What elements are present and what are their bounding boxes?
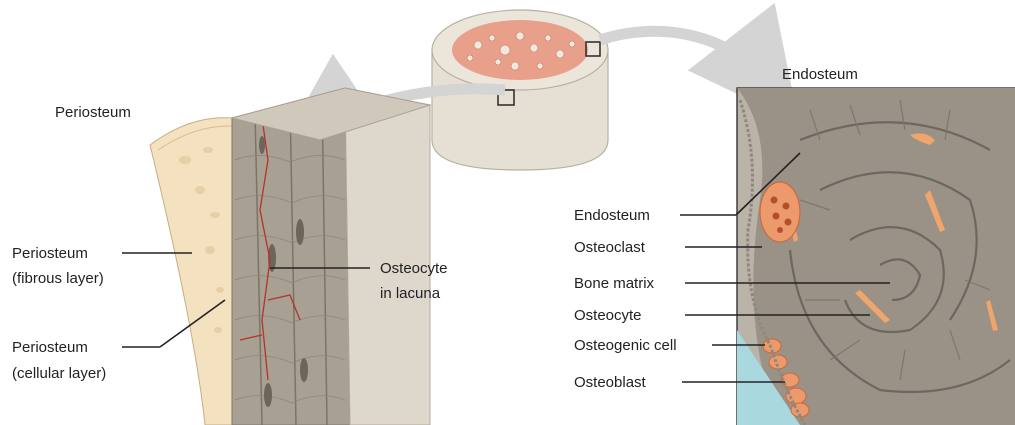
arrow-to-endosteum — [600, 31, 765, 80]
label-osteocyte: Osteocyte — [574, 307, 642, 324]
label-osteocyte-lacuna-1: Osteocyte — [380, 260, 448, 277]
label-endosteum-title: Endosteum — [782, 66, 858, 83]
label-periosteum-cellular-2: (cellular layer) — [12, 365, 106, 382]
label-endosteum: Endosteum — [574, 207, 650, 224]
label-periosteum-fibrous-2: (fibrous layer) — [12, 270, 104, 287]
label-periosteum-fibrous-1: Periosteum — [12, 245, 88, 262]
label-periosteum-top: Periosteum — [55, 104, 131, 121]
label-osteoclast: Osteoclast — [574, 239, 646, 256]
label-bone-matrix: Bone matrix — [574, 275, 655, 292]
label-osteogenic-cell: Osteogenic cell — [574, 337, 677, 354]
label-osteocyte-lacuna-2: in lacuna — [380, 285, 441, 302]
spongy-bone — [452, 20, 588, 80]
label-osteoblast: Osteoblast — [574, 374, 647, 391]
endosteum-detail — [737, 88, 1015, 425]
compact-bone-section — [150, 88, 430, 425]
label-periosteum-cellular-1: Periosteum — [12, 339, 88, 356]
